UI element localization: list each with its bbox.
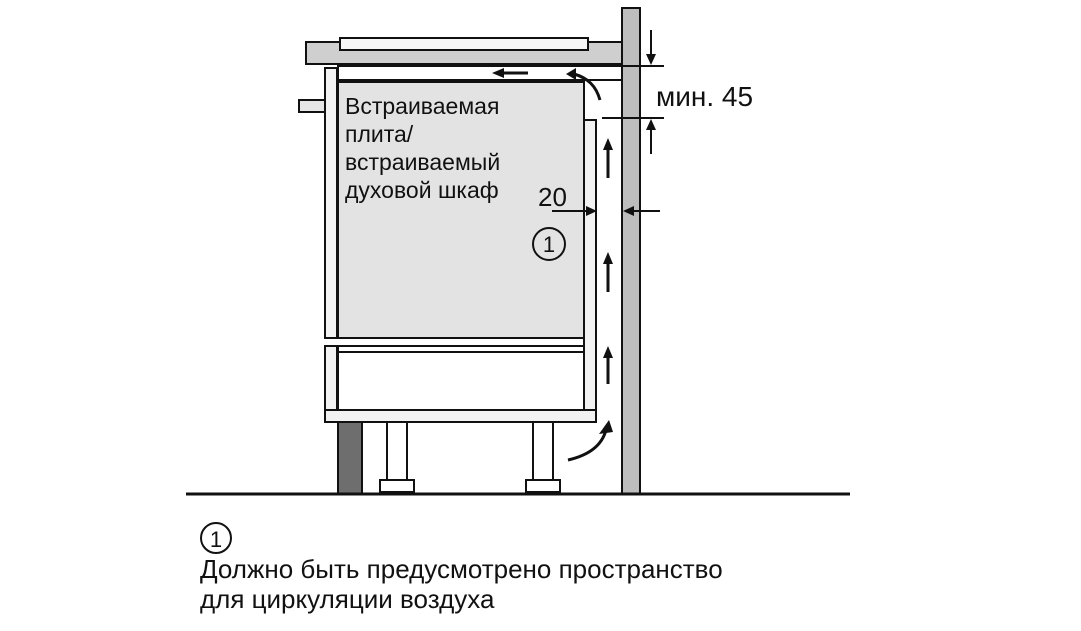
cabinet-back-panel xyxy=(583,119,597,421)
top-rail xyxy=(337,65,623,81)
appliance-label-line3: встраиваемый xyxy=(345,149,500,175)
hob-glass xyxy=(339,37,589,51)
airflow-arrow-up xyxy=(603,252,613,292)
leg-left xyxy=(386,421,408,483)
dim-arrow-left xyxy=(623,206,660,216)
appliance-label-line4: духовой шкаф xyxy=(345,177,499,203)
plinth-panel xyxy=(337,421,363,495)
drawer-side xyxy=(324,345,338,421)
gap-top-label: мин. 45 xyxy=(656,81,753,112)
airflow-arrow-up xyxy=(603,346,613,384)
appliance-label-line1: Встраиваемая xyxy=(345,93,499,119)
marker-circle xyxy=(532,227,566,261)
cabinet-handle xyxy=(298,99,326,113)
marker-label: 1 xyxy=(543,232,555,257)
legend: 1 Должно быть предусмотрено пространство… xyxy=(200,522,723,614)
appliance-body xyxy=(337,81,585,339)
airflow-arrow-curve-top xyxy=(566,68,602,101)
appliance-label-line2: плита/ xyxy=(345,121,414,147)
cabinet-bottom xyxy=(324,409,597,423)
airflow-arrow-left xyxy=(492,68,528,78)
gap-side-label: 20 xyxy=(538,182,567,212)
airflow-arrow-up xyxy=(603,138,613,178)
legend-line-2: для циркуляции воздуха xyxy=(200,584,495,614)
legend-line-1: Должно быть предусмотрено пространство xyxy=(200,554,723,584)
dim-arrow-up xyxy=(646,119,656,154)
dim-arrow-down xyxy=(646,30,656,65)
airflow-arrow-curve-bottom xyxy=(567,420,613,462)
legend-marker: 1 xyxy=(200,522,232,554)
leg-left-foot xyxy=(379,479,415,493)
dim-arrow-right xyxy=(552,206,597,216)
drawer xyxy=(337,345,585,411)
cabinet-side-left xyxy=(324,67,338,339)
leg-right-foot xyxy=(525,479,561,493)
wall xyxy=(621,7,641,495)
leg-right xyxy=(532,421,554,483)
